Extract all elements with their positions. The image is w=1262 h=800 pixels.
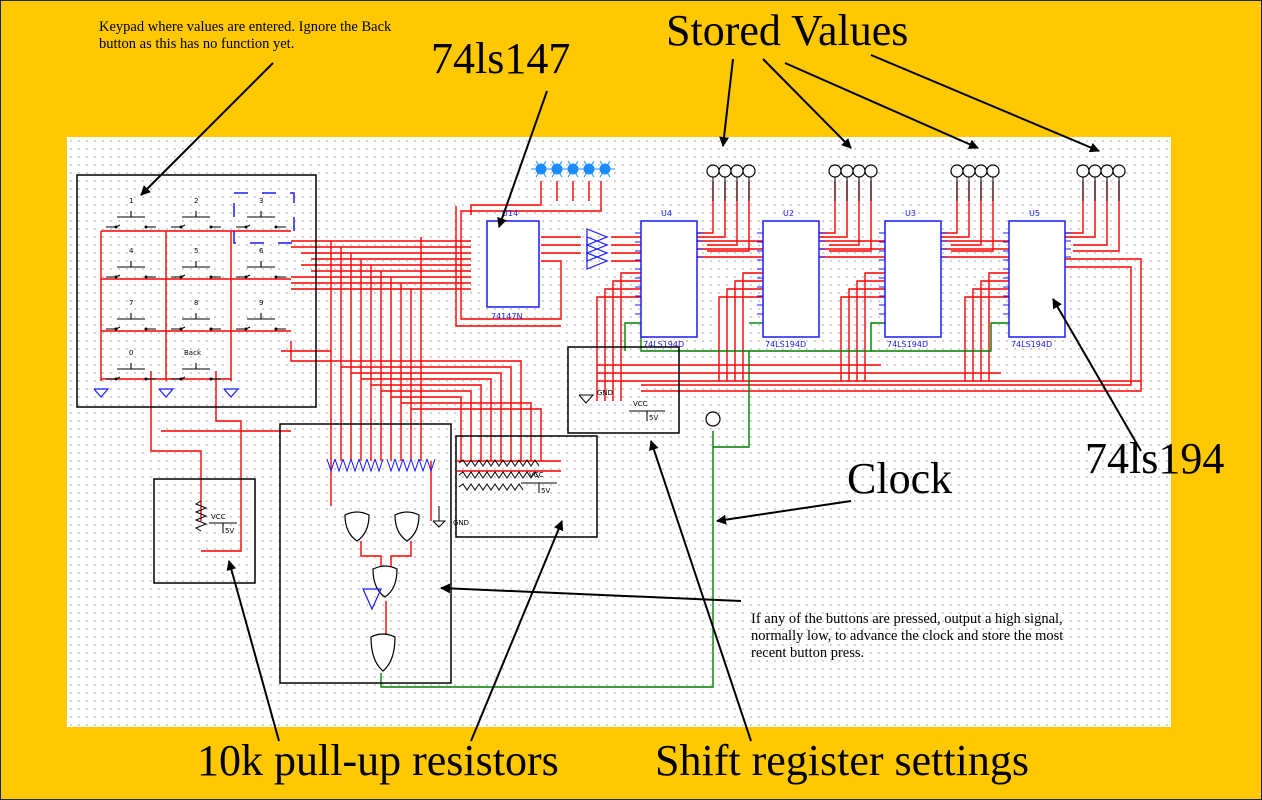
keypad-key-label: 8 (194, 299, 198, 307)
shift-register-ref: U4 (661, 209, 672, 218)
keypad-key-label: 2 (194, 197, 198, 205)
encoder-74147: U14 74147N (486, 209, 540, 321)
keypad-key-label: Back (184, 349, 202, 357)
shift-register-ref: U5 (1029, 209, 1040, 218)
stored-value-led-group (706, 164, 756, 201)
annotation-arrows (140, 54, 1142, 742)
keypad-key: 4 (106, 247, 156, 279)
stored-value-led-group (1076, 164, 1126, 201)
shift-register-chip: U2 74LS194D (757, 209, 825, 349)
settings-5v-label: 5V (649, 414, 658, 422)
keypad-key: 7 (106, 299, 156, 331)
keypad-key-label: 3 (259, 197, 263, 205)
keypad (76, 174, 317, 408)
label-pullup-resistors: 10k pull-up resistors (197, 736, 559, 785)
probe-leds (531, 160, 615, 178)
label-stored-values: Stored Values (666, 6, 909, 55)
buffers (586, 228, 609, 270)
shift-register-ref: U2 (783, 209, 794, 218)
settings-vcc-label: VCC (633, 400, 648, 408)
label-shift-register-settings: Shift register settings (655, 736, 1029, 785)
label-74ls147: 74ls147 (431, 34, 571, 83)
shift-register-part: 74LS194D (1011, 340, 1052, 349)
schematic-sheet (67, 137, 1171, 727)
stored-value-led-group (828, 164, 878, 201)
keypad-key: 9 (236, 299, 286, 331)
pullup-resistor-box: VCC 5V (455, 435, 598, 538)
keypad-key-label: 6 (259, 247, 264, 255)
vcc-resistor-box: VCC 5V (153, 478, 256, 584)
keypad-key-label: 1 (129, 197, 133, 205)
pullup-5v-label: 5V (541, 487, 550, 495)
keypad-key: 6 (236, 247, 286, 279)
keypad-key-label: 0 (129, 349, 133, 357)
keypad-note: Keypad where values are entered. Ignore … (99, 19, 392, 52)
label-clock: Clock (847, 454, 953, 503)
keypad-key-label: 7 (129, 299, 133, 307)
encoder-part-label: 74147N (491, 312, 522, 321)
shift-register-ref: U3 (905, 209, 916, 218)
pullup-vcc-label: VCC (529, 471, 544, 479)
or-logic-box: GND (279, 423, 469, 684)
shift-register-chip: U3 74LS194D (879, 209, 947, 349)
shift-settings-box: GND VCC 5V (567, 346, 680, 434)
label-74ls194: 74ls194 (1085, 434, 1225, 483)
keypad-key: 0 (106, 349, 156, 381)
shift-register-part: 74LS194D (643, 340, 684, 349)
shift-register-chip: U5 74LS194D (1003, 209, 1071, 349)
keypad-key-label: 9 (259, 299, 263, 307)
keypad-keys: 1 2 3 4 5 6 7 8 9 0 Back (106, 197, 286, 381)
keypad-key-label: 4 (129, 247, 134, 255)
shift-register-chip: U4 74LS194D (635, 209, 703, 349)
shift-register-part: 74LS194D (887, 340, 928, 349)
keypad-key-label: 5 (194, 247, 198, 255)
keypad-key: Back (171, 349, 221, 381)
keypad-key: 8 (171, 299, 221, 331)
keypad-key: 3 (236, 197, 286, 229)
encoder-ref-label: U14 (502, 209, 518, 218)
clock-wires (380, 322, 1009, 688)
stored-value-led-group (950, 164, 1000, 201)
red-wires (100, 181, 1142, 641)
stored-value-leds (706, 164, 1126, 201)
keypad-key: 1 (106, 197, 156, 229)
shift-register-part: 74LS194D (765, 340, 806, 349)
shift-registers: U4 74LS194D U2 74LS194D U3 74LS194D U5 74LS194D (635, 209, 1071, 349)
or-gnd-label: GND (453, 519, 469, 527)
settings-gnd-label: GND (597, 389, 613, 397)
clock-source (705, 411, 721, 427)
keypad-grounds (93, 388, 240, 398)
keypad-key: 5 (171, 247, 221, 279)
left-vcc-label: VCC (211, 513, 226, 521)
or-logic-note: If any of the buttons are pressed, outpu… (751, 611, 1064, 661)
keypad-key: 2 (171, 197, 221, 229)
left-5v-label: 5V (225, 527, 234, 535)
